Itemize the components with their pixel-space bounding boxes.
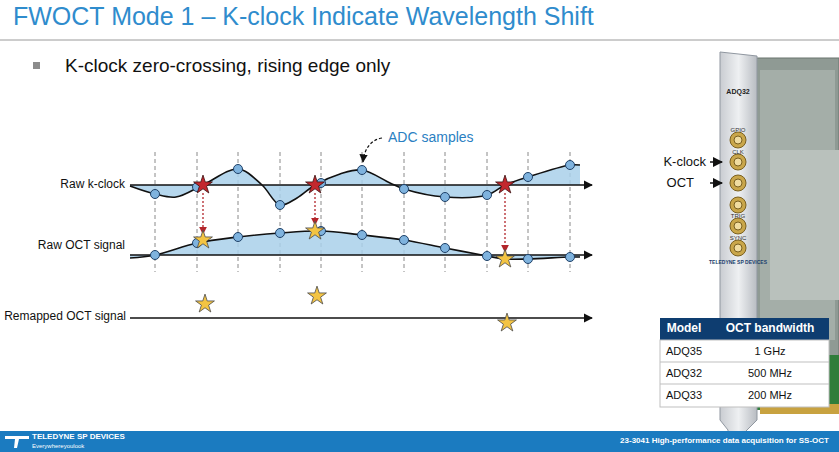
table-cell: 200 MHz [748, 389, 792, 401]
table-cell: 1 GHz [754, 345, 785, 357]
kclock-curve [130, 165, 580, 205]
zero-crossing-star [496, 175, 515, 193]
adc-sample [483, 191, 492, 200]
leader-line [363, 138, 382, 162]
callout-label: ADC samples [388, 130, 474, 145]
port-label: OCT [667, 176, 694, 190]
brand-name: TELEDYNE SP DEVICES [32, 433, 125, 442]
remap-arrow [202, 193, 203, 234]
brand-tagline: Everywhereyoulook [32, 443, 84, 450]
remapped-sample-star [496, 249, 515, 267]
table-header: OCT bandwidth [726, 322, 815, 335]
card-logo-text: TELEDYNE SP DEVICES [709, 260, 767, 266]
title-rule [0, 40, 839, 41]
connector-name: CLK [732, 149, 744, 156]
card-marking: ADQ32 [726, 88, 749, 96]
adc-sample [358, 166, 367, 175]
remap-arrow [504, 193, 505, 252]
adc-sample [234, 165, 243, 174]
adc-sample [483, 252, 492, 261]
pointer-arrow [710, 161, 722, 163]
adc-sample [441, 193, 450, 202]
table-cell: ADQ32 [666, 367, 702, 379]
table-cell: 500 MHz [748, 367, 792, 379]
adc-sample [524, 173, 533, 182]
footer-band: TELEDYNE SP DEVICESEverywhereyoulook 23-3… [0, 431, 839, 452]
sma-connector [730, 240, 746, 256]
signal-name: Raw k-clock [60, 178, 125, 191]
zero-crossing-star [306, 175, 325, 193]
sma-connector [730, 175, 746, 191]
model-table [660, 318, 829, 407]
remapped-sample-star [194, 230, 213, 248]
brand-logo [4, 433, 30, 449]
footer-note: 23-3041 High-performance data acquisitio… [620, 437, 829, 446]
adc-sample [276, 229, 285, 238]
adc-sample [441, 244, 450, 253]
port-label: K-clock [663, 155, 706, 169]
sma-connector [730, 218, 746, 234]
connector-name: SYNC [730, 235, 747, 242]
adc-sample [234, 233, 243, 242]
signal-name: Remapped OCT signal [4, 310, 126, 323]
adc-sample [566, 253, 575, 262]
table-header: Model [667, 322, 702, 335]
oct-curve [130, 231, 580, 259]
adc-sample [151, 190, 160, 199]
adc-sample [358, 231, 367, 240]
table-cell: ADQ35 [666, 345, 702, 357]
remapped-sample-star [196, 294, 215, 312]
zero-crossing-star [194, 175, 213, 193]
sma-connector [730, 132, 746, 148]
connector-name: TRIG [731, 213, 745, 220]
remapped-sample-star [498, 313, 517, 331]
bullet-text: K-clock zero-crossing, rising edge only [65, 56, 390, 77]
table-cell: ADQ33 [666, 389, 702, 401]
sma-connector [730, 154, 746, 170]
adc-sample [151, 251, 160, 260]
pointer-arrow [710, 182, 722, 184]
adc-sample [524, 255, 533, 264]
slide-title: FWOCT Mode 1 – K-clock Indicate Waveleng… [13, 3, 594, 31]
sma-connector [730, 197, 746, 213]
remapped-sample-star [306, 221, 325, 239]
bullet-mark [33, 62, 40, 69]
remapped-sample-star [308, 286, 327, 304]
adc-sample [276, 201, 285, 210]
adc-sample [400, 185, 409, 194]
signal-name: Raw OCT signal [38, 239, 125, 252]
adc-sample [400, 236, 409, 245]
time-axis [130, 254, 592, 255]
connector-name: GPIO [730, 127, 745, 134]
time-axis [130, 317, 592, 318]
adc-sample [566, 161, 575, 170]
